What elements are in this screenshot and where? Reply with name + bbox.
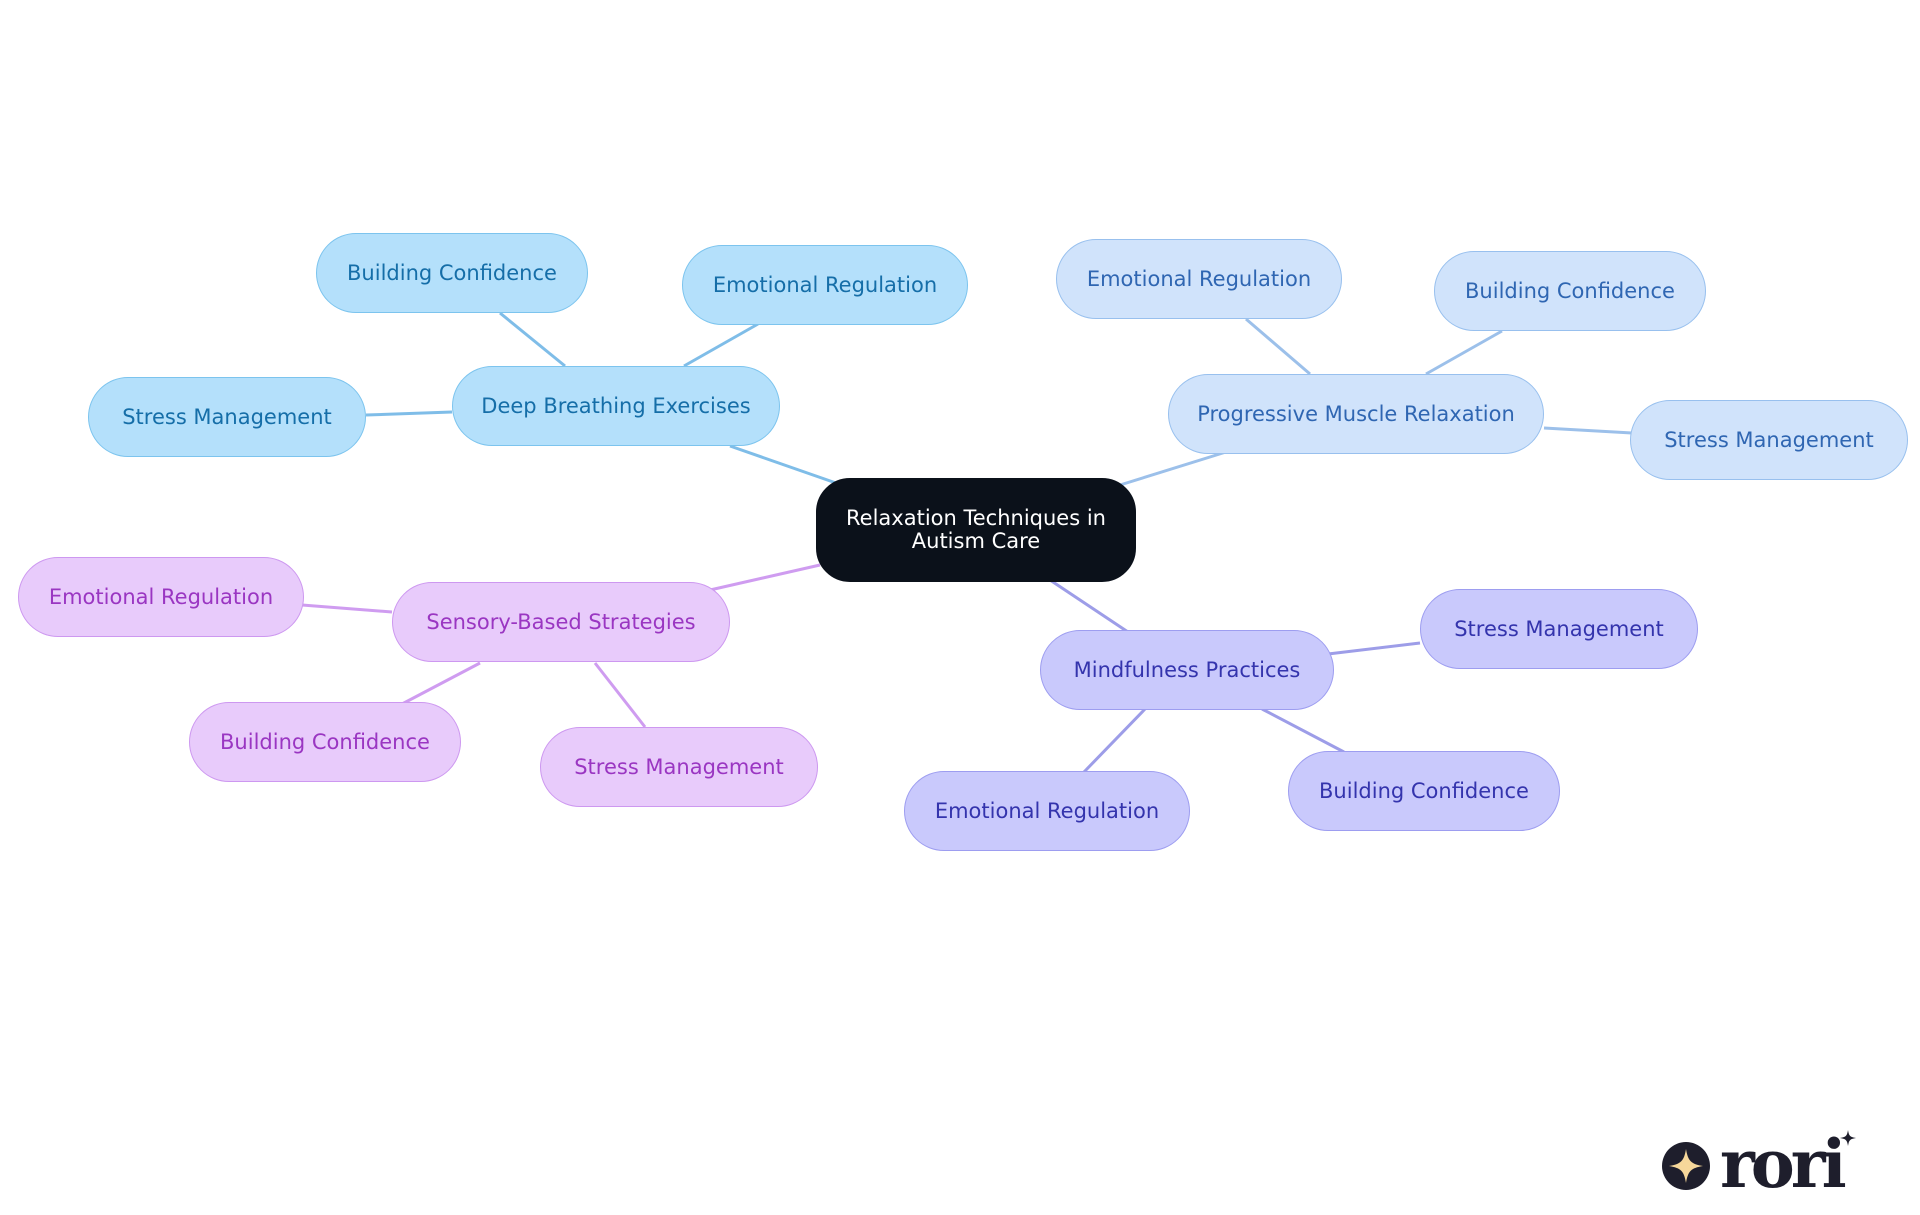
branch-node-label: Mindfulness Practices — [1073, 658, 1301, 682]
leaf-node-label: Stress Management — [574, 755, 784, 779]
branch-node-label: Progressive Muscle Relaxation — [1197, 402, 1515, 426]
leaf-node-sensory-building-confidence[interactable]: Building Confidence — [189, 702, 461, 782]
logo-sparkle-icon — [1669, 1149, 1703, 1183]
leaf-node-muscle-emotional-regulation[interactable]: Emotional Regulation — [1056, 239, 1342, 319]
branch-node-label: Deep Breathing Exercises — [481, 394, 751, 418]
leaf-node-label: Building Confidence — [1465, 279, 1675, 303]
branch-node-progressive-muscle[interactable]: Progressive Muscle Relaxation — [1168, 374, 1544, 454]
leaf-node-label: Building Confidence — [220, 730, 430, 754]
leaf-node-label: Stress Management — [122, 405, 332, 429]
link-breath-stress — [365, 410, 453, 417]
leaf-node-label: Emotional Regulation — [1086, 267, 1312, 291]
branch-node-sensory-based[interactable]: Sensory-Based Strategies — [392, 582, 730, 662]
leaf-node-label: Stress Management — [1664, 428, 1874, 452]
leaf-node-mind-emotional-regulation[interactable]: Emotional Regulation — [904, 771, 1190, 851]
leaf-node-muscle-building-confidence[interactable]: Building Confidence — [1434, 251, 1706, 331]
central-node-label: Relaxation Techniques in Autism Care — [846, 506, 1106, 553]
link-muscle-emotional — [1245, 317, 1311, 376]
link-muscle-confidence — [1425, 329, 1503, 376]
leaf-node-breath-emotional-regulation[interactable]: Emotional Regulation — [682, 245, 968, 325]
branch-node-deep-breathing[interactable]: Deep Breathing Exercises — [452, 366, 780, 446]
link-sensory-emotional — [301, 603, 393, 614]
link-center-breath — [729, 444, 837, 485]
logo-small-sparkle-icon — [1840, 1130, 1856, 1146]
leaf-node-label: Building Confidence — [1319, 779, 1529, 803]
leaf-node-label: Emotional Regulation — [712, 273, 938, 297]
link-sensory-confidence — [401, 661, 481, 706]
leaf-node-label: Emotional Regulation — [48, 585, 274, 609]
rori-logo: rori — [1662, 1127, 1856, 1191]
leaf-node-label: Emotional Regulation — [934, 799, 1160, 823]
link-breath-confidence — [499, 311, 566, 368]
link-breath-emotional — [683, 322, 759, 368]
link-center-sensory — [709, 563, 821, 592]
leaf-node-sensory-stress-management[interactable]: Stress Management — [540, 727, 818, 807]
branch-node-label: Sensory-Based Strategies — [426, 610, 696, 634]
leaf-node-label: Stress Management — [1454, 617, 1664, 641]
branch-node-mindfulness[interactable]: Mindfulness Practices — [1040, 630, 1334, 710]
link-center-mind — [1049, 578, 1129, 634]
leaf-node-breath-building-confidence[interactable]: Building Confidence — [316, 233, 588, 313]
leaf-node-mind-stress-management[interactable]: Stress Management — [1420, 589, 1698, 669]
central-node[interactable]: Relaxation Techniques in Autism Care — [816, 478, 1136, 582]
leaf-node-sensory-emotional-regulation[interactable]: Emotional Regulation — [18, 557, 304, 637]
link-muscle-stress — [1543, 426, 1633, 435]
logo-wordmark: rori — [1720, 1127, 1846, 1191]
leaf-node-label: Building Confidence — [347, 261, 557, 285]
leaf-node-muscle-stress-management[interactable]: Stress Management — [1630, 400, 1908, 480]
link-mind-confidence — [1261, 707, 1345, 754]
link-mind-stress — [1327, 641, 1421, 656]
link-center-muscle — [1119, 450, 1227, 487]
link-sensory-stress — [593, 662, 647, 728]
leaf-node-breath-stress-management[interactable]: Stress Management — [88, 377, 366, 457]
link-mind-emotional — [1082, 707, 1147, 774]
leaf-node-mind-building-confidence[interactable]: Building Confidence — [1288, 751, 1560, 831]
